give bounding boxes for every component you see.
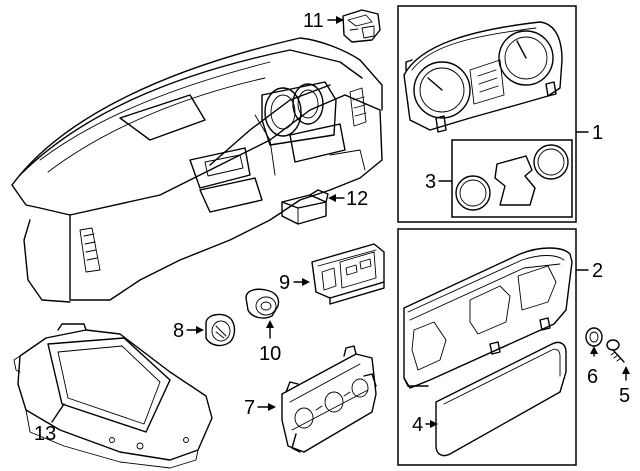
callout-2-label: 2 (592, 260, 603, 282)
callout-3: 3 (425, 171, 453, 193)
part-10-switch (245, 288, 280, 319)
callout-3-label: 3 (425, 171, 436, 193)
part-9-switch-panel (311, 243, 385, 305)
callout-7-label: 7 (244, 397, 255, 419)
group-box-1 (397, 5, 577, 223)
callout-13: 13 (34, 403, 65, 445)
part-7-climate-control (281, 345, 377, 453)
instrument-panel-dashboard (11, 37, 383, 303)
part-2-cluster-housing (403, 247, 573, 389)
part-12-module (281, 189, 329, 225)
callout-1: 1 (575, 122, 603, 144)
callout-9: 9 (279, 272, 310, 294)
part-6-grommet (585, 327, 603, 347)
callout-6-label: 6 (587, 366, 598, 388)
part-5-screw (606, 339, 625, 363)
callout-5: 5 (619, 366, 630, 407)
callout-5-label: 5 (619, 385, 630, 407)
part-4-cluster-lens (435, 341, 567, 457)
callout-8-label: 8 (173, 320, 184, 342)
part-3-gauge-bezel (455, 144, 569, 211)
callout-4: 4 (412, 414, 438, 436)
callout-13-label: 13 (34, 423, 56, 445)
part-11-connector (342, 9, 381, 43)
callout-1-label: 1 (592, 122, 603, 144)
callout-7: 7 (244, 397, 276, 419)
callout-9-label: 9 (279, 272, 290, 294)
callout-8: 8 (173, 320, 204, 342)
group-box-3 (451, 139, 573, 218)
callout-10: 10 (259, 320, 281, 365)
callout-10-label: 10 (259, 343, 281, 365)
part-13-display-module (13, 323, 213, 469)
part-1-instrument-cluster (403, 21, 563, 133)
callout-12: 12 (328, 188, 368, 210)
callout-11: 11 (303, 10, 344, 32)
group-box-2 (397, 228, 577, 466)
callout-11-label: 11 (303, 10, 324, 32)
callout-2: 2 (575, 260, 603, 282)
part-8-switch (205, 313, 236, 347)
callout-12-label: 12 (346, 188, 368, 210)
callout-6: 6 (587, 346, 598, 388)
callout-4-label: 4 (412, 414, 423, 436)
